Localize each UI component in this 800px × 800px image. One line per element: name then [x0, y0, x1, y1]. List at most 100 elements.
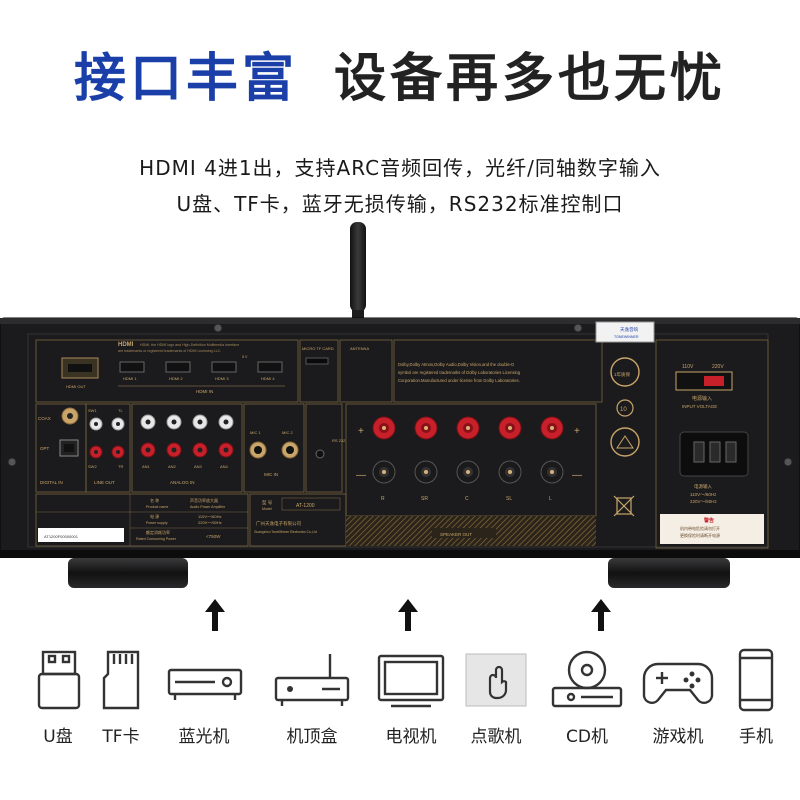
arc-label: 5 V — [242, 355, 248, 359]
line-out-label: LINE OUT — [94, 480, 115, 485]
subtitle-line-1: HDMI 4进1出，支持ARC音频回传，光纤/同轴数字输入 — [139, 156, 661, 180]
svg-text:TONEWINNER: TONEWINNER — [614, 335, 639, 339]
hdmi-in-port-label: HDMI 3 — [215, 376, 229, 381]
hdmi-in-port-label: HDMI 2 — [169, 376, 183, 381]
hdmi-in-label: HDMI IN — [196, 389, 213, 394]
hdmi-in-port[interactable] — [165, 361, 191, 373]
device-label-karaoke: 点歌机 — [470, 727, 522, 747]
ten-year-badge: 10 — [620, 407, 627, 413]
hdmi-logo: HDMI — [118, 342, 134, 348]
speaker-channel-label: C — [465, 496, 469, 502]
speaker-out-label: SPEAKER OUT — [440, 532, 472, 537]
svg-text:电 源: 电 源 — [150, 513, 159, 519]
minus-right: — — [572, 470, 582, 481]
up-arrow-icon — [205, 599, 225, 631]
hdmi-out-label: HDMI OUT — [66, 384, 86, 389]
certification-badges: 天逸音响 TONEWINNER 1年质保 10 — [595, 321, 655, 517]
foot-right — [608, 558, 730, 588]
device-label-cd: CD机 — [566, 727, 608, 747]
svg-text:Product name: Product name — [146, 505, 168, 509]
rs232-label: RS 232 — [332, 438, 346, 443]
power-inlet[interactable] — [679, 431, 749, 477]
coax-label: COAX — [38, 416, 51, 421]
dolby-notice-3: Corporation.Manufactured under license f… — [398, 378, 520, 383]
mic1-label: MIC 1 — [250, 430, 261, 435]
warning-title: 警告 — [703, 517, 714, 524]
hdmi-notice-1: HDMI, the HDMI logo and High-Definition … — [140, 343, 239, 347]
hdmi-in-port-label: HDMI 1 — [123, 376, 137, 381]
tr-label: TR — [118, 464, 123, 469]
spec-label: 名 称 Product name 声音功率放大器 Audio Power Amp… — [35, 493, 249, 547]
headline-part2: 设备再多也无忧 — [334, 49, 727, 109]
subtitle-line-2: U盘、TF卡，蓝牙无损传输，RS232标准控制口 — [176, 192, 624, 216]
svg-text:Rated Consuming Power: Rated Consuming Power — [136, 537, 177, 541]
svg-text:110V～/60Hz: 110V～/60Hz — [198, 514, 222, 519]
voltage-switch-en: INPUT VOLTAGE — [682, 404, 717, 409]
foot-left — [68, 558, 188, 588]
svg-text:Guangzhou TonetWinner Electron: Guangzhou TonetWinner Electronics Co.,Lt… — [254, 530, 317, 534]
antenna-label: ANTENNA — [350, 346, 369, 351]
micro-tf-slot[interactable] — [305, 357, 329, 365]
opt-label: OPT — [40, 446, 50, 451]
model-number: AT-1200 — [296, 503, 315, 509]
up-arrow-icon — [398, 599, 418, 631]
power-value-1: 110V～/60Hz — [690, 492, 717, 497]
svg-text:Model: Model — [262, 507, 272, 511]
speaker-terminals[interactable] — [372, 416, 564, 484]
hdmi-in-port[interactable] — [211, 361, 237, 373]
svg-text:额定消耗功率: 额定消耗功率 — [146, 529, 170, 535]
svg-text:型 号: 型 号 — [262, 499, 273, 506]
dolby-notice-box — [393, 339, 603, 403]
speaker-channel-label: R — [381, 496, 385, 502]
warning-line-1: 机内带电危险请勿打开 — [680, 525, 720, 531]
power-value-2: 220V～/50Hz — [690, 499, 718, 504]
sw1-label: SW1 — [88, 408, 97, 413]
voltage-switch-cn: 电源输入 — [692, 395, 712, 402]
plus-right: + — [574, 426, 580, 437]
plus-left: + — [358, 426, 364, 437]
tl-label: TL — [118, 408, 123, 413]
usb-drive-icon — [19, 648, 99, 712]
tf-card-icon — [82, 648, 162, 712]
svg-text:220V～/50Hz: 220V～/50Hz — [198, 520, 222, 525]
hdmi-block: HDMI HDMI, the HDMI logo and High-Defini… — [35, 339, 299, 403]
ain-label: AN1 — [142, 464, 151, 469]
hdmi-in-port[interactable] — [119, 361, 145, 373]
minus-left: — — [356, 470, 366, 481]
device-label-usb: U盘 — [43, 727, 73, 747]
device-label-tf: TF卡 — [102, 727, 140, 747]
warranty-badge: 1年质保 — [614, 371, 631, 378]
hdmi-notice-2: are trademarks or registered trademarks … — [118, 349, 221, 353]
ain-label: AN4 — [220, 464, 229, 469]
hdmi-in-port-label: HDMI 4 — [261, 376, 275, 381]
line-out-jacks[interactable] — [89, 417, 125, 459]
gamepad-icon — [638, 648, 718, 712]
ain-label: AN2 — [168, 464, 177, 469]
hdmi-in-port[interactable] — [257, 361, 283, 373]
svg-text:Audio Power Amplifier: Audio Power Amplifier — [190, 505, 226, 509]
speaker-channel-label: L — [549, 496, 552, 502]
tv-icon — [371, 648, 451, 712]
svg-text:Power supply: Power supply — [146, 521, 168, 525]
headline-part1: 接口丰富 — [73, 49, 298, 109]
warning-line-2: 更换保险时请断开电源 — [680, 532, 720, 538]
ain-label: AN3 — [194, 464, 203, 469]
speaker-channel-label: SR — [421, 496, 428, 502]
micro-tf-label: MICRO TF CARD — [302, 346, 334, 351]
mic2-label: MIC 2 — [282, 430, 293, 435]
power-label-cn: 电源输入 — [694, 483, 712, 490]
dolby-notice-2: symbol are registered trademarks of Dolb… — [398, 370, 521, 375]
device-label-tv: 电视机 — [385, 727, 437, 747]
bluray-player-icon — [165, 648, 245, 712]
svg-text:广州天逸电子有限公司: 广州天逸电子有限公司 — [256, 520, 301, 527]
voltage-value-220: 220V — [712, 364, 724, 370]
speaker-channel-label: SL — [506, 496, 512, 502]
svg-text:<750W: <750W — [206, 534, 221, 539]
analog-in-jacks[interactable] — [140, 414, 234, 458]
set-top-box-icon — [272, 648, 352, 712]
device-label-settopbox: 机顶盒 — [286, 727, 338, 747]
device-label-bluray: 蓝光机 — [178, 727, 230, 747]
hdmi-in-ports: HDMI 1 HDMI 2 HDMI 3 HDMI 4 — [119, 361, 283, 381]
digital-in-label: DIGITAL IN — [40, 480, 63, 485]
rs232-jack[interactable] — [315, 449, 325, 459]
